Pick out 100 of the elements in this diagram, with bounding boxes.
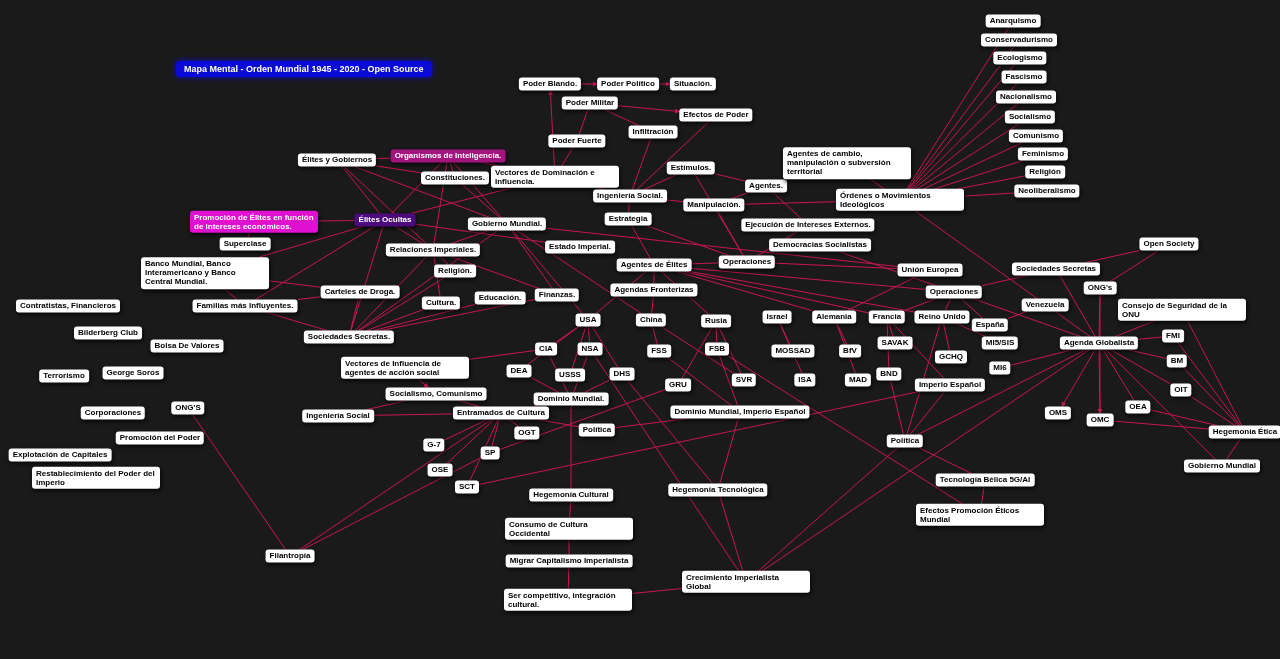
connector-line [1190,396,1236,426]
topic-box: Bolsa De Valores [150,339,224,353]
topic-box: Ecologismo [993,51,1047,65]
topic-box: Política [578,423,616,437]
connector-line [909,391,946,435]
topic-box: Fascismo [1001,70,1047,84]
topic-box: Bilderberg Club [74,326,142,340]
connector-line [417,378,429,388]
topic-box: Rusia [701,314,731,328]
connector-line [772,192,802,219]
connector-line [341,166,381,214]
topic-box: Anarquismo [985,14,1041,28]
topic-box: Consumo de Cultura Occidental [505,517,633,541]
connector-line [718,327,742,374]
connector-line [943,323,950,351]
connector-line [375,165,422,174]
topic-box: Hegemonía Cultural [529,488,613,502]
connector-line [373,413,454,416]
connector-line [266,312,328,331]
title-banner: Mapa Mental - Orden Mundial 1945 - 2020 - Open Source [176,61,432,77]
topic-box: Vectores de Influencia de agentes de acción social [341,356,469,380]
topic-box: Banco Mundial, Banco Interamericano y Banco Central Mundial. [141,257,269,289]
topic-box: Situación. [669,77,717,91]
topic-box: Estrategia [604,212,652,226]
topic-box: FSS [647,344,671,358]
topic-box: Carteles de Droga. [320,285,400,299]
connector-line [667,357,732,406]
topic-box: Manipulación. [683,198,745,212]
connector-line [350,298,359,331]
topic-box: Política [886,434,924,448]
connector-line [223,288,238,300]
topic-box: Vectores de Dominación e Influencia. [491,165,619,189]
connector-line [643,174,678,190]
topic-box: Dominio Mundial, Imperio Español [670,405,810,419]
connector-line [714,173,746,182]
connector-line [960,298,984,319]
connector-line [631,138,652,190]
topic-box: Conservadurismo [981,33,1057,47]
topic-box: Israel [762,310,792,324]
connector-line [1177,342,1241,426]
topic-box: Religión. [434,264,476,278]
connector-line [761,349,1090,572]
connector-line [302,457,481,550]
connector-line [944,298,952,311]
connector-line [1084,250,1141,263]
topic-box: Promoción de Élites en función de intereses económicos. [190,210,318,234]
connector-line [491,419,500,447]
connector-line [583,379,610,393]
connector-line [366,309,424,331]
topic-box: FMI [1162,329,1184,343]
connector-line [691,267,927,290]
topic-box: Gobierno Mundial [1184,459,1260,473]
connector-line [658,81,671,87]
connector-line [561,147,574,167]
topic-box: Sociedades Secretas [1012,262,1100,276]
topic-box: Terrorismo [39,369,89,383]
connector-line [439,256,449,265]
connector-line [1061,349,1096,407]
connector-line [394,226,424,244]
connector-line [317,220,355,222]
connector-line [516,230,642,314]
topic-box: Estímulos. [666,161,716,175]
topic-box: Open Society [1139,237,1199,251]
topic-box: DHS [609,367,635,381]
connector-line [545,227,898,267]
connector-line [757,447,899,572]
connector-line [617,105,680,114]
connector-line [719,418,739,484]
connector-line [449,162,454,172]
connector-line [906,323,941,435]
connector-line [469,419,499,481]
topic-box: SP [480,446,500,460]
topic-box: Operaciones [925,285,983,299]
connector-line [718,355,739,406]
connector-line [651,296,654,314]
topic-box: MI6 [989,361,1011,375]
connector-line [682,271,870,314]
topic-box: Sociedades Secretas. [303,330,395,344]
topic-box: Élites Ocultas [354,213,416,227]
connector-line [1113,420,1210,430]
connector-line [511,230,553,289]
topic-box: China [635,313,667,327]
connector-line [247,232,250,238]
connector-line [913,103,1019,190]
connector-line [603,109,640,126]
topic-box: Restablecimiento del Poder del Imperio [32,466,160,490]
topic-box: Gobierno Mundial. [467,217,547,231]
topic-box: Poder Político [597,77,659,91]
topic-box: FSB [705,342,729,356]
topic-box: Hegemonía Ética [1208,425,1280,439]
connector-line [917,447,973,474]
topic-box: Dominio Mundial. [533,392,609,406]
connector-line [660,326,735,374]
connector-line [691,262,720,265]
connector-line [1102,349,1135,401]
topic-box: Agendas Fronterizas [610,283,698,297]
topic-box: SAVAK [877,336,913,350]
connector-line [410,187,512,214]
topic-box: Francia [868,310,906,324]
topic-box: Ingeniería Social [302,409,374,423]
